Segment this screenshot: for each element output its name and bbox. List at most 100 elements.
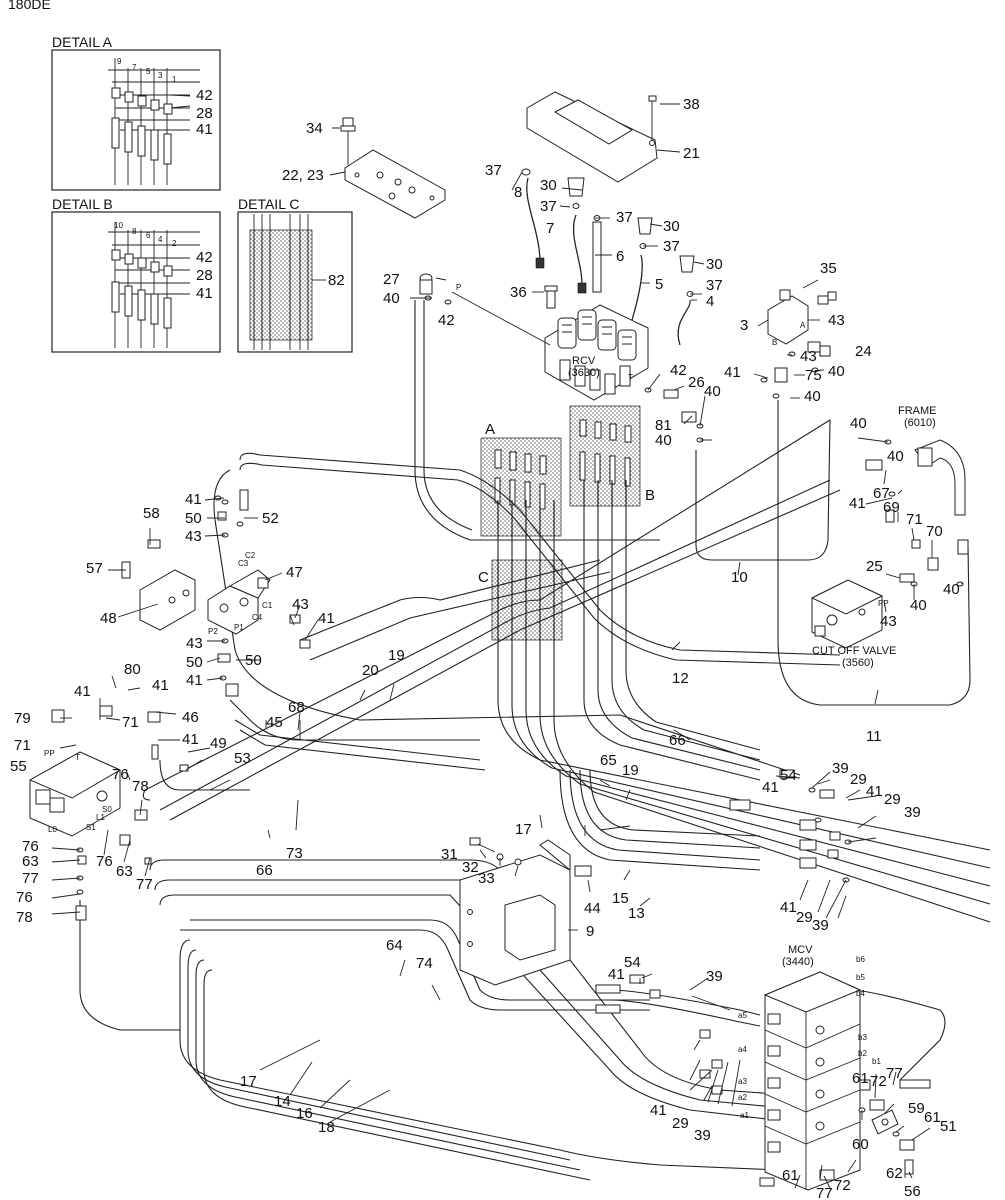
callout-39-e: 39 bbox=[694, 1127, 711, 1144]
callout-50-b: 50 bbox=[186, 654, 203, 671]
callout-26: 26 bbox=[688, 374, 705, 391]
port-c3: C3 bbox=[238, 559, 249, 568]
detail-b-callout-41: 41 bbox=[196, 285, 213, 302]
callout-44: 44 bbox=[584, 900, 601, 917]
callout-41-d: 41 bbox=[318, 610, 335, 627]
port-t-left: T bbox=[75, 753, 80, 762]
callout-43-c: 43 bbox=[880, 613, 897, 630]
callout-5: 5 bbox=[655, 276, 663, 293]
callout-49: 49 bbox=[210, 735, 227, 752]
callout-33: 33 bbox=[478, 870, 495, 887]
callout-labels: 38 21 34 22, 23 37 8 30 37 7 37 30 37 6 … bbox=[10, 96, 960, 1200]
callout-75: 75 bbox=[805, 367, 822, 384]
port-b6: b6 bbox=[856, 955, 865, 964]
port-pp-left: PP bbox=[44, 749, 55, 758]
callout-53: 53 bbox=[234, 750, 251, 767]
callout-14: 14 bbox=[274, 1093, 291, 1110]
callout-78-b: 78 bbox=[16, 909, 33, 926]
detail-b-frame bbox=[51, 211, 221, 353]
callout-54-a: 54 bbox=[780, 767, 797, 784]
callout-43-d: 43 bbox=[185, 528, 202, 545]
zone-a-marker: A bbox=[485, 421, 495, 438]
cut-off-valve: CUT OFF VALVE (3560) PP bbox=[810, 579, 896, 669]
rcv-code: (3630) bbox=[568, 367, 600, 379]
callout-61-b: 61 bbox=[924, 1109, 941, 1126]
callout-66-b: 66 bbox=[256, 862, 273, 879]
callout-41-f: 41 bbox=[74, 683, 91, 700]
frame-code: (6010) bbox=[904, 417, 936, 429]
callout-17-a: 17 bbox=[515, 821, 532, 838]
port-s0: S0 bbox=[102, 805, 112, 814]
port-b3: b3 bbox=[858, 1033, 867, 1042]
callout-40-b: 40 bbox=[828, 363, 845, 380]
detail-c-callout-82: 82 bbox=[328, 272, 345, 289]
cut-off-valve-code: (3560) bbox=[842, 657, 874, 669]
callout-17-b: 17 bbox=[240, 1073, 257, 1090]
callout-68: 68 bbox=[288, 699, 305, 716]
hose-bundle bbox=[79, 300, 991, 1181]
callout-76-c: 76 bbox=[96, 853, 113, 870]
bolt-31 bbox=[469, 837, 522, 866]
callout-37-d: 37 bbox=[663, 238, 680, 255]
detail-c-panel: DETAIL C 82 bbox=[237, 196, 353, 353]
callout-42-b: 42 bbox=[670, 362, 687, 379]
mcv-code: (3440) bbox=[782, 956, 814, 968]
callout-43-e: 43 bbox=[292, 596, 309, 613]
callout-81: 81 bbox=[655, 417, 672, 434]
rcv-name: RCV bbox=[572, 355, 596, 367]
callout-29-c: 29 bbox=[796, 909, 813, 926]
port-a4: a4 bbox=[738, 1045, 747, 1054]
callout-41-b: 41 bbox=[849, 495, 866, 512]
port-b2: b2 bbox=[858, 1049, 867, 1058]
mcv-name: MCV bbox=[788, 944, 813, 956]
callout-13: 13 bbox=[628, 905, 645, 922]
callout-52: 52 bbox=[262, 510, 279, 527]
callout-30-c: 30 bbox=[706, 256, 723, 273]
callout-40-h: 40 bbox=[910, 597, 927, 614]
callout-41-a: 41 bbox=[724, 364, 741, 381]
callout-74: 74 bbox=[416, 955, 433, 972]
detail-b-tick-4: 4 bbox=[158, 235, 163, 244]
callout-29-b: 29 bbox=[884, 791, 901, 808]
detail-b-title: DETAIL B bbox=[52, 196, 113, 212]
callout-39-a: 39 bbox=[832, 760, 849, 777]
callout-40-c: 40 bbox=[804, 388, 821, 405]
callout-71-c: 71 bbox=[14, 737, 31, 754]
callout-38: 38 bbox=[683, 96, 700, 113]
callout-16: 16 bbox=[296, 1105, 313, 1122]
callout-4: 4 bbox=[706, 293, 714, 310]
bracket-48 bbox=[139, 569, 196, 631]
callout-3: 3 bbox=[740, 317, 748, 334]
port-b1: b1 bbox=[872, 1057, 881, 1066]
callout-22-23: 22, 23 bbox=[282, 167, 324, 184]
callout-41-i: 41 bbox=[762, 779, 779, 796]
callout-37-a: 37 bbox=[485, 162, 502, 179]
callout-71-a: 71 bbox=[906, 511, 923, 528]
port-a1: a1 bbox=[740, 1111, 749, 1120]
rcv-levers bbox=[521, 168, 695, 346]
port-b5: b5 bbox=[856, 973, 865, 982]
port-t: T bbox=[628, 373, 633, 382]
port-p2: P2 bbox=[208, 627, 218, 636]
port-a2: a2 bbox=[738, 1093, 747, 1102]
port-l0: L0 bbox=[48, 825, 57, 834]
callout-71-b: 71 bbox=[122, 714, 139, 731]
rcv-assembly: RCV (3630) P T bbox=[451, 283, 649, 401]
zone-c-marker: C bbox=[478, 569, 489, 586]
callout-73: 73 bbox=[286, 845, 303, 862]
callout-11: 11 bbox=[866, 728, 882, 745]
callout-40-a: 40 bbox=[383, 290, 400, 307]
callout-60: 60 bbox=[852, 1136, 869, 1153]
callout-72-a: 72 bbox=[870, 1073, 887, 1090]
frame-name: FRAME bbox=[898, 405, 937, 417]
port-p: P bbox=[456, 283, 461, 292]
detail-b-callout-28: 28 bbox=[196, 267, 213, 284]
port-a3: a3 bbox=[738, 1077, 747, 1086]
port-c1: C1 bbox=[262, 601, 273, 610]
callout-76-a: 76 bbox=[112, 766, 129, 783]
callout-40-d: 40 bbox=[704, 383, 721, 400]
callout-41-m: 41 bbox=[650, 1102, 667, 1119]
callout-76-b: 76 bbox=[22, 838, 39, 855]
